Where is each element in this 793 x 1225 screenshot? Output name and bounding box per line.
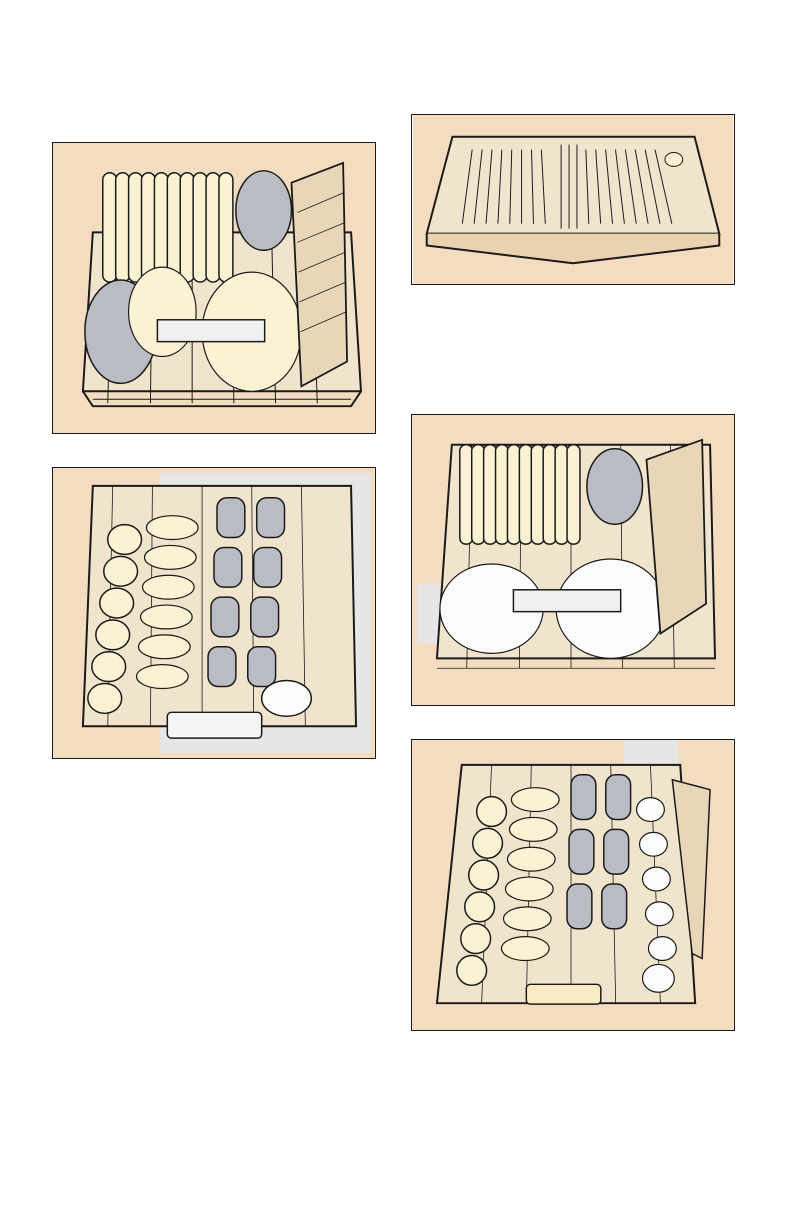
silverware-basket-icon	[291, 163, 347, 386]
cutlery-tray-illustration	[411, 114, 735, 285]
lower-rack-illustration	[52, 142, 376, 434]
upper-rack-alternate-illustration	[411, 739, 735, 1031]
lower-rack-icon	[412, 415, 734, 705]
upper-rack-icon	[53, 468, 375, 758]
upper-rack-icon	[412, 740, 734, 1030]
bowl-icon	[587, 449, 643, 524]
dinner-plate-icon	[460, 445, 580, 544]
upper-rack-illustration	[52, 467, 376, 759]
lower-rack-icon	[53, 143, 375, 433]
dinner-plate-icon	[103, 173, 233, 282]
cutlery-tray-icon	[412, 115, 734, 284]
lower-rack-alternate-illustration	[411, 414, 735, 706]
